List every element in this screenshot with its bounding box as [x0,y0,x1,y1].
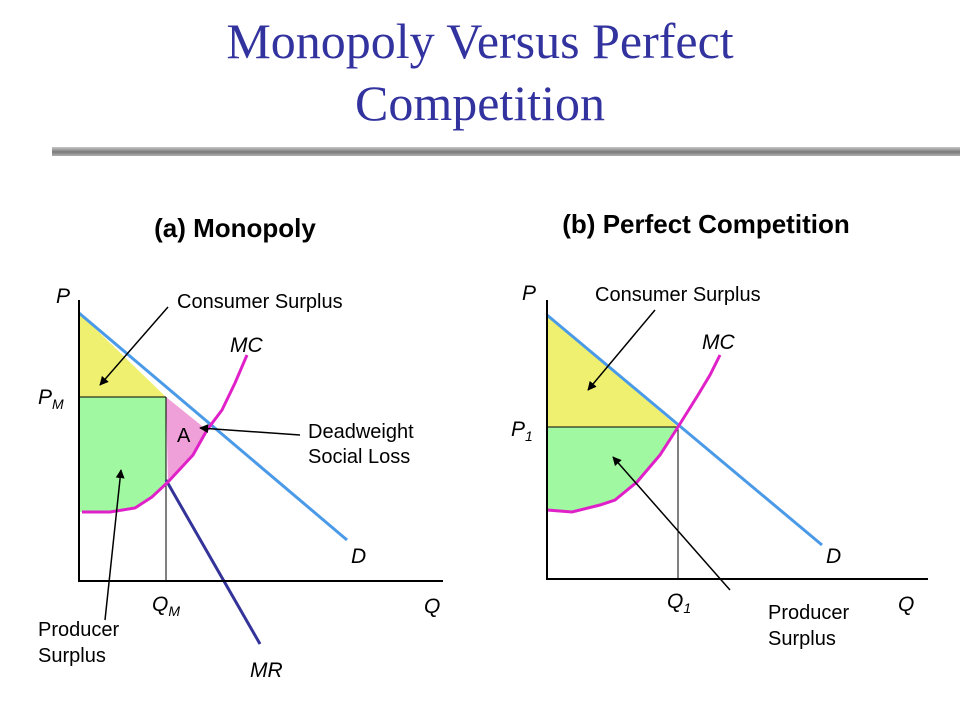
competition-consumer-surplus-arrow [587,309,656,391]
point-a-label: A [177,425,191,447]
competition-axis-q-label: Q [898,593,914,616]
deadweight-loss-label-line2: Social Loss [308,446,410,468]
monopoly-mc-label: MC [230,334,263,357]
monopoly-axis-q-label: Q [424,595,440,618]
competition-producer-surplus-label-line2: Surplus [768,628,836,650]
mr-label: MR [250,659,283,682]
panel-monopoly-title: (a) Monopoly [154,213,316,243]
competition-mc-label: MC [702,331,735,354]
deadweight-loss-area [166,397,207,482]
marginal-revenue-curve [164,479,262,645]
competition-producer-surplus-label-line1: Producer [768,602,849,624]
producer-surplus-arrow [104,469,125,621]
monopoly-axis-p-label: P [56,285,70,308]
monopoly-price-label: PM [38,386,64,412]
competition-quantity-label: Q1 [667,590,691,616]
monopoly-producer-surplus-area [79,397,166,512]
monopoly-quantity-label: QM [152,593,180,619]
competition-mc-curve [546,354,722,514]
slide-title: Monopoly Versus Perfect Competition [0,10,960,134]
competition-axis-p-label: P [522,282,536,305]
monopoly-producer-surplus-label-line1: Producer [38,619,119,641]
slide-title-line2: Competition [355,75,605,131]
panel-monopoly: (a) Monopoly P Q Consumer Surplus MC PM … [38,213,443,682]
consumer-surplus-arrow [99,306,169,386]
monopoly-demand-label: D [351,545,366,568]
competition-demand-curve [546,313,823,547]
competition-price-label: P1 [511,418,533,444]
slide-title-line1: Monopoly Versus Perfect [226,13,734,69]
monopoly-consumer-surplus-label: Consumer Surplus [177,291,343,313]
competition-demand-label: D [826,545,841,568]
panel-perfect-competition-title: (b) Perfect Competition [562,209,849,239]
monopoly-mc-curve [82,354,249,514]
monopoly-producer-surplus-label-line2: Surplus [38,645,106,667]
panel-perfect-competition: (b) Perfect Competition P Q Consumer Sur… [511,209,928,650]
competition-consumer-surplus-label: Consumer Surplus [595,284,761,306]
competition-producer-surplus-arrow [612,456,731,591]
monopoly-demand-curve [78,311,348,542]
competition-producer-surplus-area [547,427,678,512]
deadweight-loss-arrow [199,424,301,436]
deadweight-loss-label-line1: Deadweight [308,421,414,443]
title-divider [52,147,960,156]
